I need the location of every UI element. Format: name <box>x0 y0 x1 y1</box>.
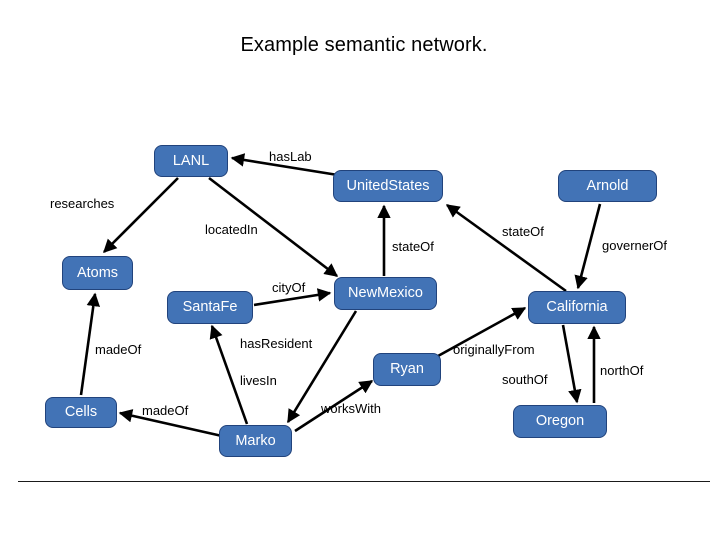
edge-label-livesIn: livesIn <box>240 373 277 388</box>
edge-stateOf-ca <box>445 203 567 293</box>
edge-hasLab <box>230 153 345 178</box>
footer-divider <box>18 481 710 482</box>
edge-label-governerOf: governerOf <box>602 238 668 253</box>
edge-label-originallyFrom: originallyFrom <box>453 342 535 357</box>
edge-hasResident <box>286 310 358 424</box>
slide-footer: Marko A. Rodriguez and Ryan Chute Los Al… <box>0 484 728 546</box>
edge-label-cityOf: cityOf <box>272 280 306 295</box>
edge-label-hasResident: hasResident <box>240 336 313 351</box>
graph-node-unitedstates[interactable]: UnitedStates <box>333 170 443 202</box>
edge-researches <box>103 177 179 253</box>
edge-originallyFrom <box>437 306 527 358</box>
graph-node-oregon[interactable]: Oregon <box>513 405 607 438</box>
edge-cityOf <box>253 288 332 307</box>
edge-label-locatedIn: locatedIn <box>205 222 258 237</box>
graph-node-lanl[interactable]: LANL <box>154 145 228 177</box>
edge-label-stateOf-ca: stateOf <box>502 224 544 239</box>
graph-node-cells[interactable]: Cells <box>45 397 117 428</box>
edge-label-madeOf-atoms: madeOf <box>95 342 142 357</box>
graph-node-newmexico[interactable]: NewMexico <box>334 277 437 310</box>
graph-node-arnold[interactable]: Arnold <box>558 170 657 202</box>
edge-label-stateOf-nm: stateOf <box>392 239 434 254</box>
edge-label-worksWith: worksWith <box>321 401 381 416</box>
graph-node-santafe[interactable]: SantaFe <box>167 291 253 324</box>
edge-madeOf-cells <box>118 409 223 438</box>
graph-node-atoms[interactable]: Atoms <box>62 256 133 290</box>
edge-label-southOf: southOf <box>502 372 548 387</box>
page-title: Example semantic network. <box>240 34 488 56</box>
graph-node-ryan[interactable]: Ryan <box>373 353 441 386</box>
edge-governerOf <box>574 203 602 290</box>
edge-label-northOf: northOf <box>600 363 644 378</box>
graph-node-california[interactable]: California <box>528 291 626 324</box>
edge-label-madeOf-cells: madeOf <box>142 403 189 418</box>
edge-southOf <box>561 324 582 404</box>
edge-label-hasLab: hasLab <box>269 149 312 164</box>
edge-label-researches: researches <box>50 196 115 211</box>
semantic-network-graph <box>79 153 602 438</box>
edge-madeOf-atoms <box>79 292 101 396</box>
edge-locatedIn <box>208 176 339 278</box>
edge-worksWith <box>294 379 374 433</box>
edge-livesIn <box>209 324 249 425</box>
graph-node-marko[interactable]: Marko <box>219 425 292 457</box>
